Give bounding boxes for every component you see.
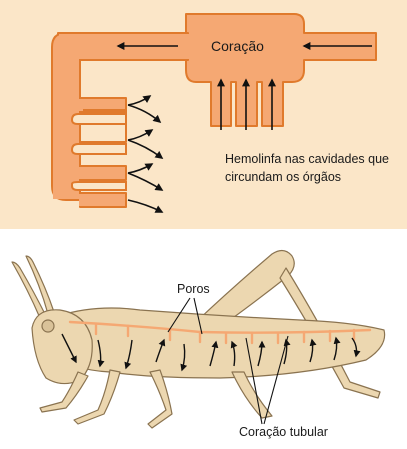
hind-leg-lower xyxy=(231,371,273,419)
body-arrow-8 xyxy=(257,340,266,367)
pores-leader-1 xyxy=(167,297,191,333)
body-flow-arrows xyxy=(61,333,361,372)
cavity-loop-3 xyxy=(71,181,127,191)
grasshopper-drawing xyxy=(0,229,407,449)
body-arrow-10 xyxy=(309,338,317,363)
midleg xyxy=(147,369,173,429)
flow-arrow-branch-2b xyxy=(127,139,164,159)
hemolymph-label-line-2: circundam os órgãos xyxy=(225,170,342,184)
body-arrow-7 xyxy=(230,340,238,367)
branch-vessel-4 xyxy=(79,192,127,208)
eye xyxy=(41,319,55,333)
antenna-2 xyxy=(25,255,55,315)
tubular-heart-label: Coração tubular xyxy=(239,425,328,439)
foreleg-2 xyxy=(73,369,121,425)
cavity-loop-1 xyxy=(70,113,127,125)
body-arrow-6 xyxy=(209,340,219,367)
open-circulation-schematic: Coração Hemolinfa nas cavidades que circ… xyxy=(0,0,407,229)
flow-arrow-branch-1a xyxy=(127,95,152,106)
flow-arrow-branch-1b xyxy=(127,104,162,124)
body-arrow-1 xyxy=(61,333,77,364)
schematic-drawing xyxy=(0,0,407,229)
cavity-loop-2 xyxy=(70,143,127,155)
leader-lines xyxy=(167,297,289,425)
flow-arrow-branch-2a xyxy=(127,129,154,141)
dorsal-vessel xyxy=(68,320,372,345)
foreleg-1 xyxy=(39,371,89,413)
heart-chamber xyxy=(185,13,377,127)
flow-arrows xyxy=(116,42,372,213)
hind-femur xyxy=(195,249,295,331)
heart-label: Coração xyxy=(211,38,264,54)
flow-arrow-branch-3b xyxy=(127,172,164,191)
body-arrow-2 xyxy=(97,339,105,368)
tubular-leader-1 xyxy=(245,337,263,425)
pores-label: Poros xyxy=(177,282,210,296)
hind-tibia xyxy=(279,267,381,399)
hemolymph-label-line-1: Hemolinfa nas cavidades que xyxy=(225,152,389,166)
antenna-1 xyxy=(11,261,47,319)
tubular-leader-2 xyxy=(263,335,289,425)
flow-arrow-branch-4 xyxy=(127,199,164,213)
body-arrow-3 xyxy=(124,339,133,370)
flow-arrow-branch-3a xyxy=(127,163,154,174)
branch-vessel-3 xyxy=(79,165,127,181)
cavity-loops xyxy=(70,113,127,191)
body-arrow-4 xyxy=(155,338,166,363)
grasshopper-illustration: Poros Coração tubular xyxy=(0,229,407,449)
body-arrow-5 xyxy=(180,343,188,372)
pores-leader-2 xyxy=(193,297,203,335)
body-arrow-12 xyxy=(351,337,361,358)
body-arrow-11 xyxy=(333,336,341,361)
